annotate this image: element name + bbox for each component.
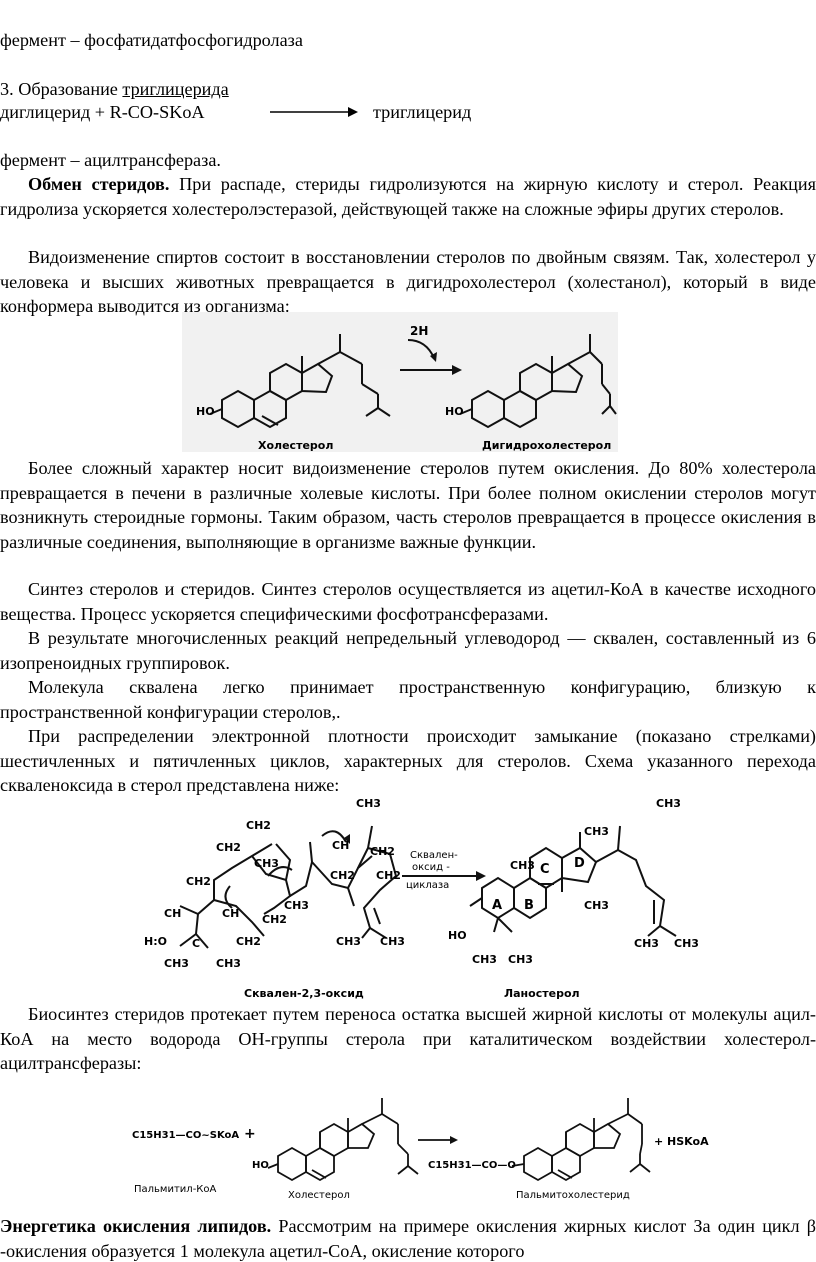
left-hydroxyl: HO xyxy=(196,405,215,418)
heading-prefix: 3. Образование xyxy=(0,79,123,99)
fig2-ch2-e: CH2 xyxy=(330,869,355,882)
paragraph-sterid-metabolism: Обмен стеридов. При распаде, стериды гид… xyxy=(0,174,816,219)
cholesterol-reduction-diagram xyxy=(209,334,617,429)
paragraph-alcohol-modification: Видоизменение спиртов состоит в восстано… xyxy=(0,247,816,316)
fig3-hydroxyl: HO xyxy=(252,1160,269,1171)
fig2-ch3-c: CH3 xyxy=(336,935,361,948)
enzyme-line-c: циклаза xyxy=(406,880,450,891)
fig2-ch2-g: CH2 xyxy=(262,913,287,926)
plus-sign: + xyxy=(244,1126,256,1142)
paragraph-cyclization: При распределении электронной плотности … xyxy=(0,726,816,795)
fig2-r-ch3-c13: CH3 xyxy=(584,825,609,838)
fig2-r-ho: HO xyxy=(448,929,467,942)
ester-group: C15H31—CO—O xyxy=(428,1160,516,1171)
fig2-r-ch3-b: CH3 xyxy=(508,953,533,966)
ring-a-label: A xyxy=(492,898,503,913)
enzyme-line-2: фермент – ацилтрансфераза. xyxy=(0,150,221,170)
fig2-ch3-b: CH3 xyxy=(216,957,241,970)
paragraph-squalene: В результате многочисленных реакций непр… xyxy=(0,628,816,673)
figure-cholesterol-esterification: C15H31—CO~SKoA + HO C15H31—CO—O + HSKoA … xyxy=(128,1092,714,1204)
ring-d-label: D xyxy=(574,856,585,871)
fig2-r-ch3-c14: CH3 xyxy=(584,899,609,912)
fig2-ch-inner: CH xyxy=(222,907,240,920)
fig2-r-ch3-d: CH3 xyxy=(674,937,699,950)
ring-c-label: C xyxy=(540,862,550,877)
figure-lanosterol-cyclization: CH3 CH2 CH2 CH3 CH CH2 CH2 CH2 CH2 CH3 C… xyxy=(140,796,708,1000)
enzyme-line-b: оксид - xyxy=(412,862,450,873)
fig2-ch3-a: CH3 xyxy=(164,957,189,970)
section-heading-3: 3. Образование триглицерида xyxy=(0,77,229,102)
product-hskoa: + HSKoA xyxy=(654,1135,709,1148)
paragraph-sterid-biosynthesis: Биосинтез стеридов протекает путем перен… xyxy=(0,1004,816,1073)
fig2-ch3-top: CH3 xyxy=(356,797,381,810)
fig2-ch2-b: CH2 xyxy=(216,841,241,854)
esterification-diagram xyxy=(267,1098,651,1182)
fig2-c: C xyxy=(192,937,201,950)
fig2-ch2-f: CH2 xyxy=(376,869,401,882)
paragraph-bold-lead: Обмен стеридов. xyxy=(28,174,170,194)
heading-underlined: триглицерида xyxy=(122,79,229,99)
fig2-ch3-low: CH3 xyxy=(284,899,309,912)
enzyme-line-1: фермент – фосфатидатфосфогидролаза xyxy=(0,30,303,50)
label-squalene-oxide: Сквален-2,3-оксид xyxy=(244,987,364,1000)
reaction-arrow-icon xyxy=(270,107,358,117)
fig2-r-ch3-c10: CH3 xyxy=(510,859,535,872)
paragraph-bold-lead-2: Энергетика окисления липидов. xyxy=(0,1216,272,1236)
fig2-ch: CH xyxy=(332,839,350,852)
fig2-ch2-d: CH2 xyxy=(186,875,211,888)
label-dihydrocholesterol: Дигидрохолестерол xyxy=(482,439,612,452)
ring-b-label: B xyxy=(524,898,534,913)
label-palmitoyl-coa: Пальмитил-КоА xyxy=(134,1184,217,1195)
fig2-r-ch3-c: CH3 xyxy=(634,937,659,950)
fig2-ch3-mid: CH3 xyxy=(254,857,279,870)
fig2-ch2-h: CH2 xyxy=(236,935,261,948)
label-cholesterol: Холестерол xyxy=(258,439,334,452)
paragraph-oxidation: Более сложный характер носит видоизменен… xyxy=(0,458,816,552)
fig2-r-ch3-top: CH3 xyxy=(656,797,681,810)
paragraph-squalene-config: Молекула сквалена легко принимает простр… xyxy=(0,677,816,722)
figure-cholesterol-reduction: 2H HO HO Холестерол Дигидрохолестерол xyxy=(182,312,618,452)
reaction-right: триглицерид xyxy=(373,102,472,122)
enzyme-line-a: Сквален- xyxy=(410,850,458,861)
label-cholesterol-2: Холестерол xyxy=(288,1190,350,1201)
fig2-ch-left: CH xyxy=(164,907,182,920)
reactant-palmitoyl-coa: C15H31—CO~SKoA xyxy=(132,1130,240,1141)
paragraph-lipid-energetics: Энергетика окисления липидов. Рассмотрим… xyxy=(0,1216,816,1261)
lanosterol-cyclization-diagram xyxy=(179,825,677,949)
fig2-ch2-a: CH2 xyxy=(246,819,271,832)
paragraph-sterol-synthesis: Синтез стеролов и стеридов. Синтез стеро… xyxy=(0,579,816,624)
label-lanosterol: Ланостерол xyxy=(504,987,580,1000)
fig2-r-ch3-a: CH3 xyxy=(472,953,497,966)
fig2-epoxide: H:O xyxy=(144,935,167,948)
fig2-ch3-d: CH3 xyxy=(380,935,405,948)
fig2-ch2-c: CH2 xyxy=(370,845,395,858)
right-hydroxyl: HO xyxy=(445,405,464,418)
label-palmitocholesteride: Пальмитохолестерид xyxy=(516,1190,630,1201)
reaction-left: диглицерид + R-CO-SKoA xyxy=(0,102,205,122)
reagent-2h: 2H xyxy=(410,324,429,338)
